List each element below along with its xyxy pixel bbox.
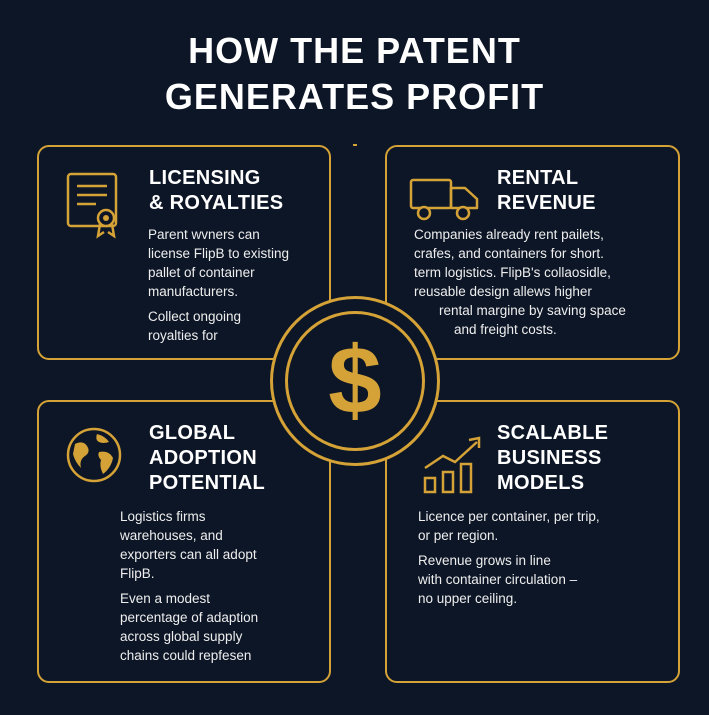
coin-inner-ring: $ [285, 311, 425, 451]
dollar-symbol: $ [328, 327, 382, 434]
title-line-1: HOW THE PATENT [188, 30, 521, 71]
card-heading: LICENSING & ROYALTIES [149, 167, 284, 214]
title-line-2: GENERATES PROFIT [164, 76, 545, 117]
card-body: Companies already rent pailets, crafes, … [414, 227, 626, 337]
card-body: Licence per container, per trip, or per … [418, 509, 600, 606]
card-body: Logistics firms warehouses, and exporter… [120, 509, 259, 663]
truck-icon [409, 178, 479, 221]
card-heading: RENTAL REVENUE [497, 167, 596, 214]
certificate-icon [66, 172, 118, 239]
card-body: Parent wvners can license FlipB to exist… [148, 227, 290, 343]
card-scalable-models: SCALABLE BUSINESS MODELS Licence per con… [385, 400, 680, 683]
growth-chart-icon [423, 436, 481, 494]
dollar-coin-icon: $ [270, 296, 440, 466]
card-global-adoption: GLOBAL ADOPTION POTENTIAL Logistics firm… [37, 400, 331, 683]
page-title: HOW THE PATENT GENERATES PROFIT [0, 28, 709, 120]
card-heading: SCALABLE BUSINESS MODELS [497, 422, 609, 494]
accent-tick [353, 144, 357, 146]
card-licensing: LICENSING & ROYALTIES Parent wvners can … [37, 145, 331, 360]
globe-icon [66, 427, 122, 483]
card-heading: GLOBAL ADOPTION POTENTIAL [149, 422, 266, 494]
card-rental: RENTAL REVENUE Companies already rent pa… [385, 145, 680, 360]
